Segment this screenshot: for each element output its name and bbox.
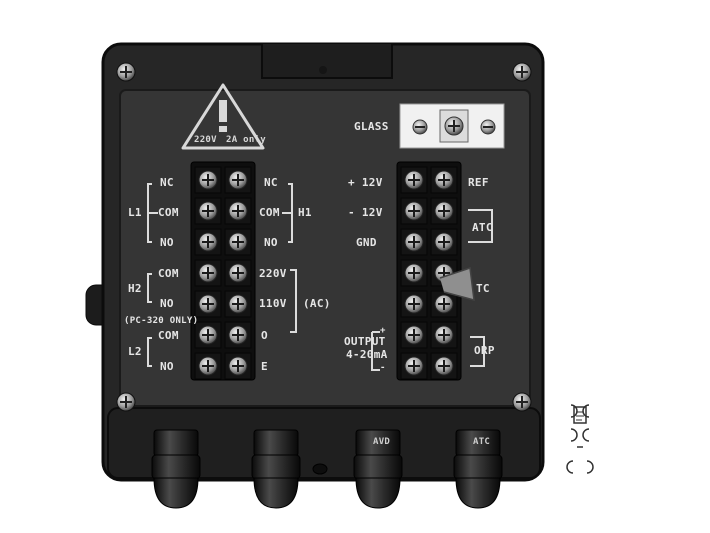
phillips-screw-icon: [430, 290, 458, 318]
glass-label: GLASS: [354, 120, 389, 133]
l1-label: L1: [128, 206, 142, 219]
phillips-screw-icon: [400, 228, 428, 256]
no3-label: NO: [160, 360, 174, 373]
phillips-screw-icon: [194, 197, 222, 225]
right-terminal-block: [396, 161, 462, 381]
phillips-screw-icon: [224, 321, 252, 349]
phillips-screw-icon: [400, 290, 428, 318]
cable-gland-icon: [353, 429, 403, 509]
warning-voltage: 220V: [194, 135, 217, 145]
phillips-screw-icon: [194, 290, 222, 318]
e-label: E: [261, 360, 268, 373]
ac-label: (AC): [303, 297, 331, 310]
phillips-screw-icon: [430, 352, 458, 380]
minus12-label: - 12V: [348, 206, 383, 219]
no2-label: NO: [160, 297, 174, 310]
o-label: O: [261, 329, 268, 342]
phillips-screw-icon: [116, 62, 136, 82]
side-toolbar: [565, 395, 595, 485]
pc-note: (PC-320 ONLY): [124, 316, 199, 326]
orp-label: ORP: [474, 344, 495, 357]
minus-label: -: [380, 363, 386, 373]
cable-gland-icon: [251, 429, 301, 509]
warning-triangle-icon: [181, 83, 265, 150]
nc1-label: NC: [160, 176, 174, 189]
mid-com-label: COM: [259, 206, 280, 219]
v110-label: 110V: [259, 297, 287, 310]
h1-label: H1: [298, 206, 312, 219]
phillips-screw-icon: [116, 392, 136, 412]
phillips-screw-icon: [194, 352, 222, 380]
v220-label: 220V: [259, 267, 287, 280]
gland-tag-atc: ATC: [473, 437, 491, 447]
ref-label: REF: [468, 176, 489, 189]
phillips-screw-icon: [430, 228, 458, 256]
cable-gland-icon: [453, 429, 503, 509]
tc-label: TC: [476, 282, 490, 295]
phillips-screw-icon: [194, 259, 222, 287]
plus-label: +: [380, 326, 386, 336]
phillips-screw-icon: [194, 321, 222, 349]
phillips-screw-icon: [430, 166, 458, 194]
atc-label: ATC: [472, 221, 493, 234]
warning-current: 2A only: [226, 135, 267, 145]
output-label: OUTPUT: [344, 335, 386, 348]
phillips-screw-icon: [224, 166, 252, 194]
phillips-screw-icon: [512, 62, 532, 82]
h2-label: H2: [128, 282, 142, 295]
phillips-screw-icon: [400, 166, 428, 194]
phillips-screw-icon: [400, 259, 428, 287]
phillips-screw-icon: [430, 197, 458, 225]
phillips-screw-icon: [400, 321, 428, 349]
phillips-screw-icon: [194, 228, 222, 256]
phillips-screw-icon: [194, 166, 222, 194]
glass-connector: [399, 103, 505, 149]
phillips-screw-icon: [224, 290, 252, 318]
cable-gland-icon: [151, 429, 201, 509]
phillips-screw-icon: [224, 259, 252, 287]
gland-tag-avd: AVD: [373, 437, 391, 447]
l2-label: L2: [128, 345, 142, 358]
gnd-label: GND: [356, 236, 377, 249]
com2-label: COM: [158, 267, 179, 280]
document-icon[interactable]: [570, 404, 590, 448]
phillips-screw-icon: [224, 197, 252, 225]
phillips-screw-icon: [512, 392, 532, 412]
phillips-screw-icon: [400, 352, 428, 380]
phillips-screw-icon: [430, 321, 458, 349]
phillips-screw-icon: [224, 352, 252, 380]
com1-label: COM: [158, 206, 179, 219]
bracket-icon[interactable]: [566, 460, 594, 474]
phillips-screw-icon: [400, 197, 428, 225]
mid-no-label: NO: [264, 236, 278, 249]
phillips-screw-icon: [224, 228, 252, 256]
left-terminal-block: [190, 161, 256, 381]
mid-nc-label: NC: [264, 176, 278, 189]
no1-label: NO: [160, 236, 174, 249]
bracket-icon: [147, 183, 493, 371]
plus12-label: + 12V: [348, 176, 383, 189]
range-label: 4-20mA: [346, 348, 388, 361]
com3-label: COM: [158, 329, 179, 342]
